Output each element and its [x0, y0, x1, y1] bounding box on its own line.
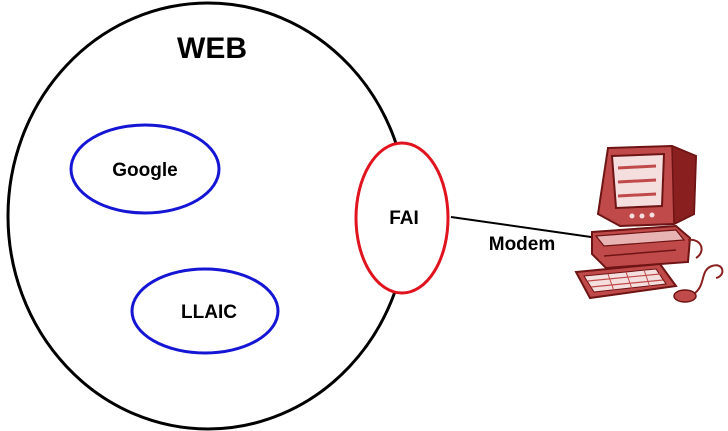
web-title: WEB: [177, 32, 247, 65]
web-ellipse: [6, 1, 410, 431]
llaic-label: LLAIC: [181, 302, 237, 323]
google-label: Google: [112, 160, 177, 181]
desktop-computer-icon: [574, 144, 724, 303]
modem-label: Modem: [489, 234, 556, 255]
modem-connection-line: [450, 216, 599, 239]
fai-ellipse: [354, 141, 450, 295]
llaic-ellipse: [130, 267, 280, 355]
google-ellipse: [69, 123, 221, 215]
fai-label: FAI: [389, 208, 419, 229]
